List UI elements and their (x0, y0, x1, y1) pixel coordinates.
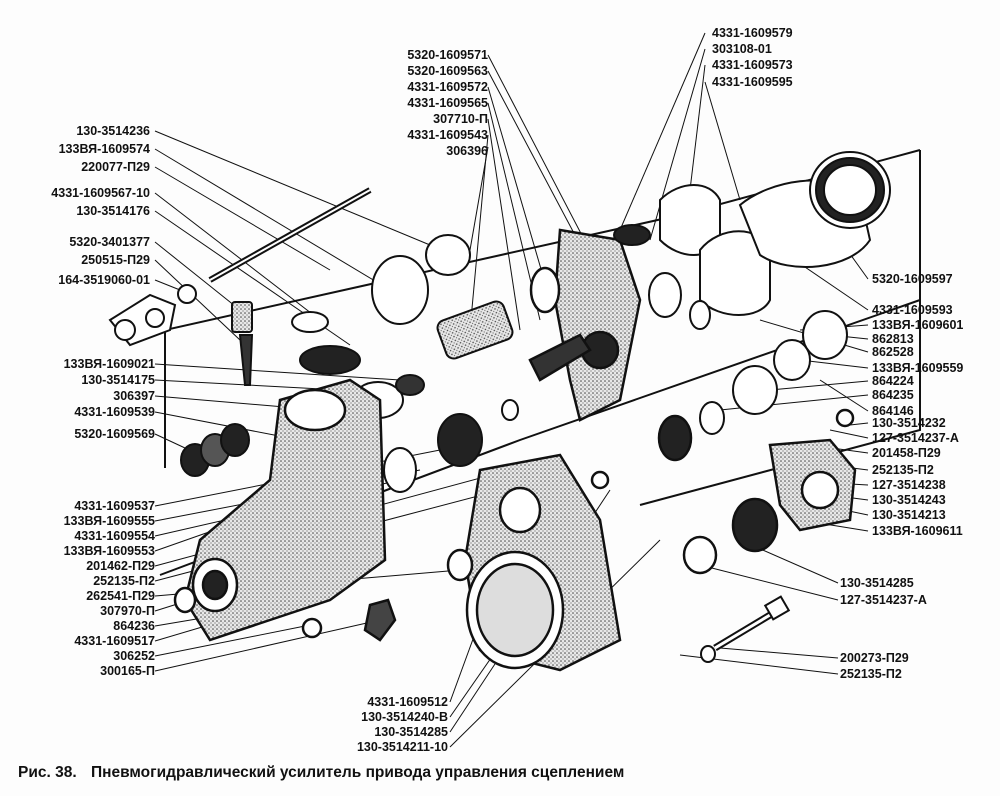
seal-set (180, 423, 250, 477)
part-label: 252135-П2 (93, 574, 155, 588)
part-label: 133ВЯ-1609021 (63, 357, 155, 371)
part-label: 5320-1609563 (407, 64, 488, 78)
part-label: 133ВЯ-1609574 (58, 142, 150, 156)
part-label: 4331-1609572 (407, 80, 488, 94)
part-label: 300165-П (100, 664, 155, 678)
part-label: 127-3514237-А (872, 431, 959, 445)
part-label: 306396 (446, 144, 488, 158)
fork-clevis (108, 284, 197, 347)
push-rod (208, 187, 372, 283)
figure-caption: Рис. 38. Пневмогидравлический усилитель … (18, 764, 634, 782)
part-label: 133ВЯ-1609601 (872, 318, 964, 332)
part-label: 127-3514237-А (840, 593, 927, 607)
part-label: 306397 (113, 389, 155, 403)
part-label: 864146 (872, 404, 914, 418)
part-label: 862528 (872, 345, 914, 359)
piston-assembly (371, 234, 519, 493)
part-label: 130-3514176 (76, 204, 150, 218)
part-label: 130-3514213 (872, 508, 946, 522)
part-label: 5320-1609571 (407, 48, 488, 62)
main-housing (173, 378, 397, 642)
part-label: 307970-П (100, 604, 155, 618)
part-label: 252135-П2 (872, 463, 934, 477)
part-label: 4331-1609539 (74, 405, 155, 419)
part-label: 4331-1609543 (407, 128, 488, 142)
part-label: 220077-П29 (81, 160, 150, 174)
part-label: 4331-1609593 (872, 303, 953, 317)
part-label: 130-3514240-В (361, 710, 448, 724)
part-label: 306252 (113, 649, 155, 663)
part-label: 130-3514236 (76, 124, 150, 138)
part-label: 201462-П29 (86, 559, 155, 573)
part-label: 200273-П29 (840, 651, 909, 665)
part-label: 130-3514232 (872, 416, 946, 430)
figure-title: Пневмогидравлический усилитель привода у… (90, 764, 625, 781)
part-label: 864224 (872, 374, 914, 388)
part-label: 303108-01 (712, 42, 772, 56)
part-label: 262541-П29 (86, 589, 155, 603)
part-label: 4331-1609537 (74, 499, 155, 513)
part-label: 5320-1609569 (74, 427, 155, 441)
part-label: 5320-1609597 (872, 272, 953, 286)
part-label: 130-3514285 (840, 576, 914, 590)
valve-housing-right (590, 408, 857, 575)
part-label: 4331-1609567-10 (51, 186, 150, 200)
part-label: 4331-1609573 (712, 58, 793, 72)
part-label: 4331-1609517 (74, 634, 155, 648)
part-label: 864235 (872, 388, 914, 402)
part-label: 4331-1609565 (407, 96, 488, 110)
part-label: 130-3514243 (872, 493, 946, 507)
part-label: 133ВЯ-1609555 (63, 514, 155, 528)
part-label: 862813 (872, 332, 914, 346)
part-label: 4331-1609512 (367, 695, 448, 709)
diaphragm-cover (528, 228, 642, 422)
part-label: 864236 (113, 619, 155, 633)
part-label: 201458-П29 (872, 446, 941, 460)
bolt (700, 595, 791, 663)
part-label: 4331-1609579 (712, 26, 793, 40)
part-label: 130-3514175 (81, 373, 155, 387)
part-label: 133ВЯ-1609559 (872, 361, 964, 375)
part-label: 250515-П29 (81, 253, 150, 267)
part-label: 252135-П2 (840, 667, 902, 681)
part-label: 130-3514285 (374, 725, 448, 739)
part-label: 4331-1609595 (712, 75, 793, 89)
part-label: 4331-1609554 (74, 529, 155, 543)
part-label: 164-3519060-01 (58, 273, 150, 287)
springs-cylinder (613, 151, 891, 435)
part-label: 133ВЯ-1609611 (872, 524, 963, 538)
cylinder-body (446, 453, 622, 672)
part-label: 307710-П (433, 112, 488, 126)
figure-number: Рис. 38. (18, 764, 77, 781)
part-label: 5320-3401377 (69, 235, 150, 249)
part-label: 130-3514211-10 (356, 740, 448, 754)
part-label: 127-3514238 (872, 478, 946, 492)
part-label: 133ВЯ-1609553 (63, 544, 155, 558)
